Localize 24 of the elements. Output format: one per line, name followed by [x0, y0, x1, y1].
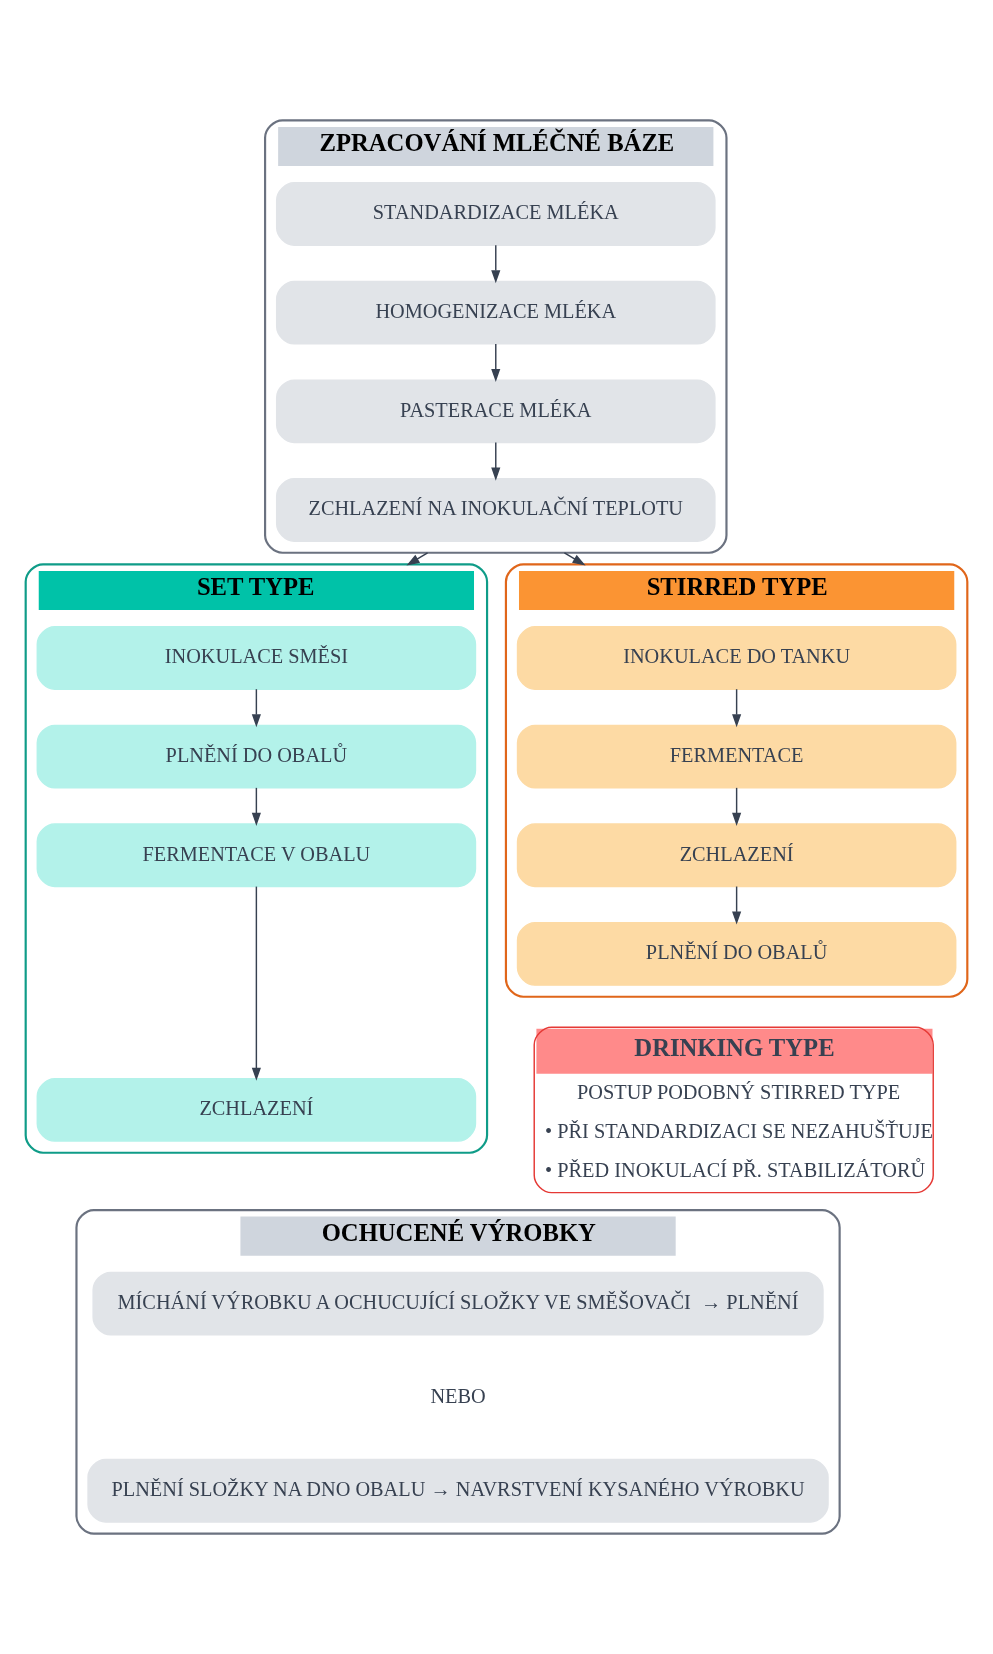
label: NEBO: [430, 1384, 486, 1407]
arrow: [251, 885, 261, 1081]
arrow: [491, 244, 501, 284]
arrow: [732, 885, 742, 925]
node-box: PLNĚNÍ SLOŽKY NA DNO OBALU → NAVRSTVENÍ KYSANÉHO VÝROBKU: [87, 1458, 829, 1523]
node-box: PLNĚNÍ DO OBALŮ: [516, 922, 957, 986]
arrow: [732, 688, 742, 728]
node-box: FERMENTACE V OBALU: [36, 823, 477, 888]
node-box: ZCHLAZENÍ NA INOKULAČNÍ TEPLOTU: [275, 478, 716, 542]
node-box: ZCHLAZENÍ: [36, 1078, 477, 1142]
node-box: ZCHLAZENÍ: [516, 823, 957, 888]
node-box: INOKULACE SMĚSI: [36, 626, 477, 690]
node-box: INOKULACE DO TANKU: [516, 626, 957, 690]
arrow: [732, 787, 742, 826]
node-box: MÍCHÁNÍ VÝROBKU A OCHUCUJÍCÍ SLOŽKY VE SMĚŠOVAČI → PLNĚNÍ: [92, 1271, 824, 1336]
node-box: PLNĚNÍ DO OBALŮ: [36, 724, 477, 789]
node-box: HOMOGENIZACE MLÉKA: [275, 280, 716, 345]
arrow: [491, 441, 501, 481]
arrow: [251, 787, 261, 826]
arrow: [251, 688, 261, 728]
node-box: STANDARDIZACE MLÉKA: [275, 182, 716, 246]
arrow: [491, 343, 501, 382]
node-box: PASTERACE MLÉKA: [275, 379, 716, 444]
node-box: FERMENTACE: [516, 724, 957, 789]
